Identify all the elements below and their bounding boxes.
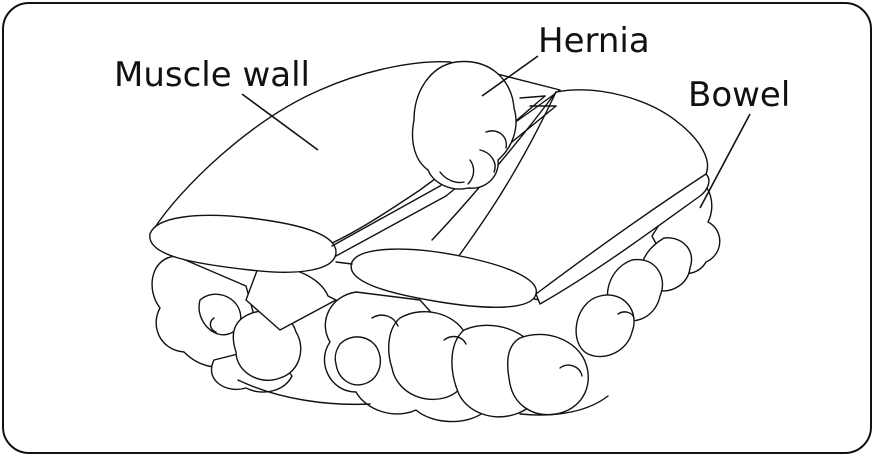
hernia-label: Hernia: [538, 21, 650, 61]
bowel-label: Bowel: [688, 75, 790, 115]
muscle-wall-label: Muscle wall: [114, 55, 310, 95]
